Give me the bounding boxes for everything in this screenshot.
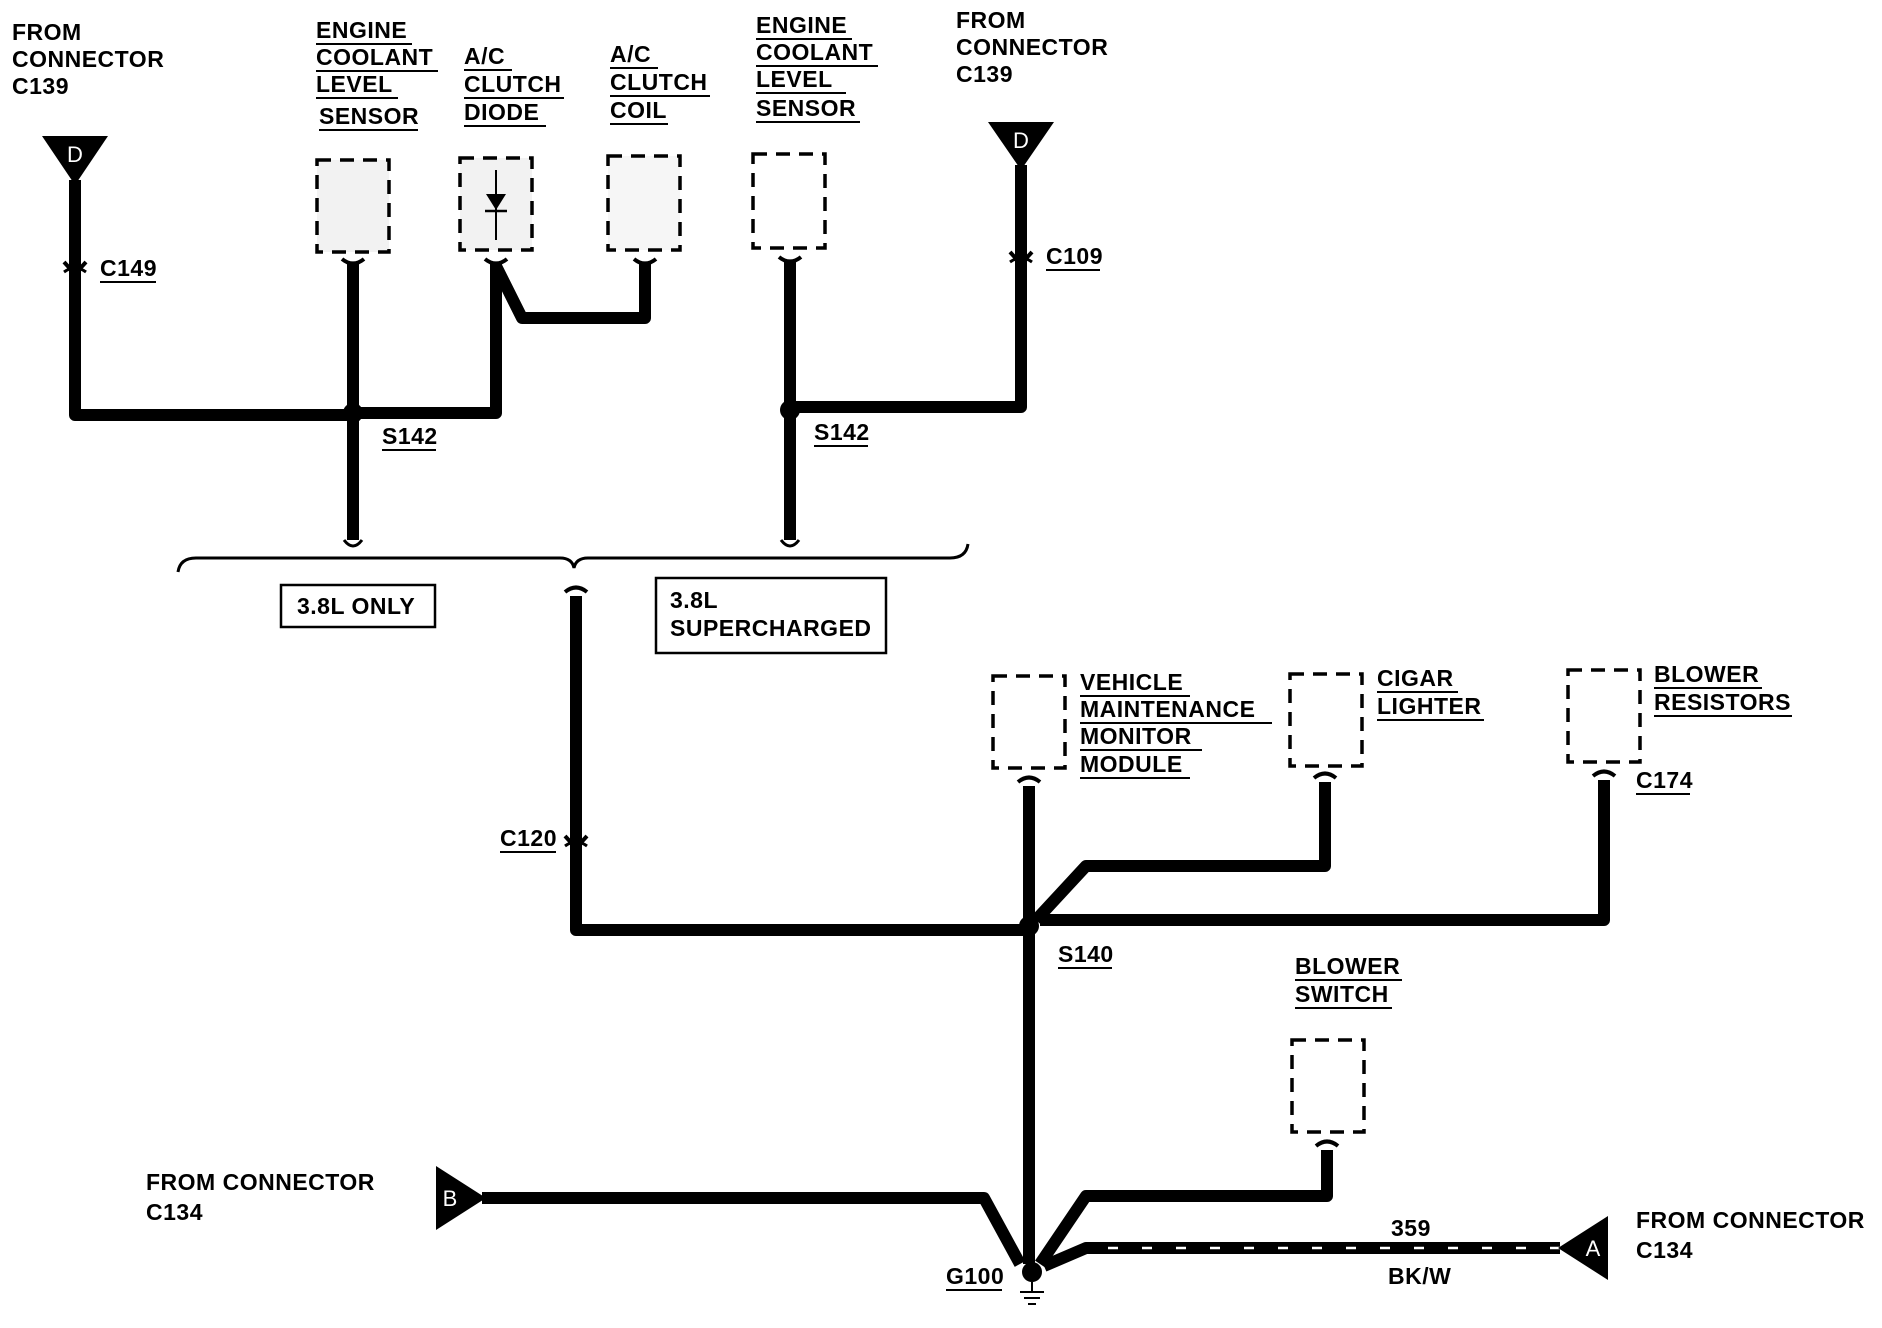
svg-text:C139: C139: [12, 73, 69, 99]
svg-text:SENSOR: SENSOR: [319, 103, 419, 129]
svg-text:A/C: A/C: [464, 43, 505, 69]
wire-ecl-left: [340, 257, 366, 548]
connector-c149: C149: [62, 255, 157, 283]
option-brace: [176, 543, 970, 573]
ecl-sensor-right: [751, 152, 827, 250]
connector-c109: C109: [1008, 243, 1103, 271]
connector-a-bottom-right: A: [1558, 1216, 1608, 1280]
cigar-lighter: [1288, 672, 1364, 768]
svg-text:G100: G100: [946, 1263, 1004, 1289]
svg-text:3.8L: 3.8L: [670, 587, 718, 613]
svg-text:S140: S140: [1058, 941, 1114, 967]
svg-text:FROM CONNECTOR: FROM CONNECTOR: [146, 1169, 375, 1195]
svg-text:C139: C139: [956, 61, 1013, 87]
svg-text:DIODE: DIODE: [464, 99, 539, 125]
svg-text:FROM: FROM: [956, 7, 1026, 33]
blower-resistors: [1566, 668, 1642, 764]
svg-text:MAINTENANCE: MAINTENANCE: [1080, 696, 1255, 722]
svg-text:C120: C120: [500, 825, 557, 851]
svg-text:359: 359: [1391, 1215, 1431, 1241]
ac-clutch-coil: [606, 154, 682, 252]
svg-text:BK/W: BK/W: [1388, 1263, 1451, 1289]
wire-circuit-label: 359 BK/W: [1388, 1215, 1451, 1289]
svg-text:C134: C134: [1636, 1237, 1693, 1263]
svg-text:FROM CONNECTOR: FROM CONNECTOR: [1636, 1207, 1865, 1233]
svg-text:3.8L ONLY: 3.8L ONLY: [297, 593, 415, 619]
svg-text:CIGAR: CIGAR: [1377, 665, 1454, 691]
svg-text:C149: C149: [100, 255, 157, 281]
connector-b-bottom-left: B: [436, 1166, 486, 1230]
svg-text:FROM: FROM: [12, 19, 82, 45]
svg-text:SENSOR: SENSOR: [756, 95, 856, 121]
wire-c149-to-s142: [69, 180, 353, 421]
svg-text:ENGINE: ENGINE: [316, 17, 407, 43]
blower-switch-label: BLOWER SWITCH: [1295, 953, 1402, 1009]
ground-g100: G100: [946, 1262, 1044, 1305]
wire-cigar-to-s140: [1031, 771, 1338, 925]
svg-text:VEHICLE: VEHICLE: [1080, 669, 1183, 695]
svg-text:ENGINE: ENGINE: [756, 12, 847, 38]
vmm-module-label: VEHICLE MAINTENANCE MONITOR MODULE: [1080, 669, 1272, 779]
splice-s142-right: S142: [780, 400, 870, 447]
svg-text:A: A: [1586, 1236, 1601, 1261]
svg-text:CONNECTOR: CONNECTOR: [12, 46, 164, 72]
vmm-module: [991, 674, 1067, 770]
svg-text:MODULE: MODULE: [1080, 751, 1183, 777]
svg-text:COOLANT: COOLANT: [756, 39, 873, 65]
wire-ac-diode: [353, 257, 658, 419]
svg-text:A/C: A/C: [610, 41, 651, 67]
ecl-sensor-left-label: ENGINE COOLANT LEVEL SENSOR: [316, 17, 438, 131]
blower-resistors-label: BLOWER RESISTORS: [1654, 661, 1792, 717]
svg-text:CONNECTOR: CONNECTOR: [956, 34, 1108, 60]
svg-text:LEVEL: LEVEL: [756, 66, 833, 92]
connector-c174: C174: [1636, 767, 1693, 795]
ac-clutch-coil-label: A/C CLUTCH COIL: [610, 41, 710, 125]
ac-clutch-diode-label: A/C CLUTCH DIODE: [464, 43, 564, 127]
wire-connector-b-to-g100: [482, 1192, 1026, 1267]
svg-text:D: D: [1013, 128, 1029, 153]
svg-text:S142: S142: [814, 419, 870, 445]
option-box-3-8l-supercharged: 3.8L SUPERCHARGED: [654, 576, 888, 655]
svg-text:COIL: COIL: [610, 97, 667, 123]
svg-text:LIGHTER: LIGHTER: [1377, 693, 1481, 719]
splice-s142-left: S142: [343, 403, 438, 451]
ac-clutch-diode: [458, 156, 534, 252]
svg-text:CLUTCH: CLUTCH: [610, 69, 708, 95]
diode-icon: [486, 194, 506, 210]
ecl-sensor-right-label: ENGINE COOLANT LEVEL SENSOR: [756, 12, 878, 123]
svg-text:BLOWER: BLOWER: [1295, 953, 1400, 979]
connector-d-top-left: D: [42, 136, 108, 185]
svg-text:BLOWER: BLOWER: [1654, 661, 1759, 687]
cigar-lighter-label: CIGAR LIGHTER: [1377, 665, 1484, 721]
svg-text:B: B: [443, 1186, 458, 1211]
source-label-top-left: FROM CONNECTOR C139: [12, 19, 164, 99]
svg-text:RESISTORS: RESISTORS: [1654, 689, 1791, 715]
wire-connector-a-to-g100: [1041, 1242, 1560, 1272]
svg-text:C174: C174: [1636, 767, 1693, 793]
connector-c120: C120: [500, 825, 589, 853]
svg-text:C109: C109: [1046, 243, 1103, 269]
source-label-top-right: FROM CONNECTOR C139: [956, 7, 1108, 87]
wire-c109-to-s142: [790, 165, 1027, 413]
connector-d-top-right: D: [988, 122, 1054, 170]
svg-text:D: D: [67, 142, 83, 167]
wire-vmm-to-s140: [1016, 775, 1042, 928]
wire-blower-switch-to-g100: [1035, 1139, 1340, 1268]
svg-text:LEVEL: LEVEL: [316, 71, 393, 97]
svg-text:MONITOR: MONITOR: [1080, 723, 1192, 749]
wire-c120-to-s140: [563, 585, 1028, 936]
svg-text:C134: C134: [146, 1199, 203, 1225]
option-box-3-8l-only: 3.8L ONLY: [279, 583, 437, 629]
wire-blower-resistors-to-s140: [1040, 769, 1617, 926]
svg-text:SUPERCHARGED: SUPERCHARGED: [670, 615, 872, 641]
source-label-bottom-right: FROM CONNECTOR C134: [1636, 1207, 1865, 1263]
svg-text:CLUTCH: CLUTCH: [464, 71, 562, 97]
svg-text:SWITCH: SWITCH: [1295, 981, 1389, 1007]
ecl-sensor-left: [315, 158, 391, 254]
blower-switch: [1290, 1038, 1366, 1134]
source-label-bottom-left: FROM CONNECTOR C134: [146, 1169, 375, 1225]
svg-text:S142: S142: [382, 423, 438, 449]
svg-text:COOLANT: COOLANT: [316, 44, 433, 70]
